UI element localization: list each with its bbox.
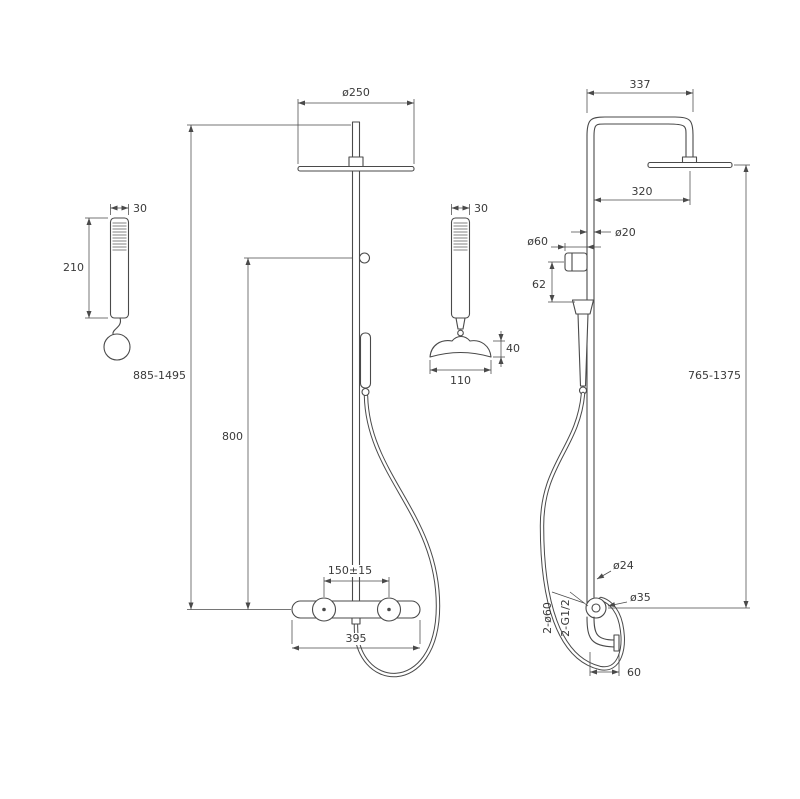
- hand-shower-head-side: [571, 299, 595, 315]
- dim-hand-shower-width-side: 30: [474, 202, 488, 215]
- hand-shower-side-view: 30 40 110: [429, 202, 520, 387]
- spray-face-hatch: [112, 222, 127, 251]
- dim-lines-rail-height: [244, 257, 352, 610]
- hose-nut-front: [361, 387, 370, 397]
- dim-lines-diverter-diameter: [551, 243, 601, 251]
- dim-handle-spacing: 150±15: [328, 564, 372, 577]
- leader-hose-diameter: [596, 570, 612, 580]
- dim-diverter-diameter: ø60: [527, 235, 548, 248]
- hose-curl: [112, 317, 122, 335]
- label-backing: [343, 633, 369, 645]
- riser-pipe-front: [351, 121, 361, 603]
- column-side-view: 337 320 ø20 ø60 62 765-1375 ø24: [527, 78, 750, 679]
- dim-holder-length: 110: [450, 374, 471, 387]
- dim-lines-diverter-offset: [548, 261, 575, 303]
- head-connector-front: [348, 156, 364, 168]
- dim-lines-head-reach: [594, 171, 691, 205]
- dim-holder-height: 40: [506, 342, 520, 355]
- dim-wall-distance: 60: [627, 666, 641, 679]
- mixer-knob-left-dot: [322, 607, 326, 612]
- leader-valve-diameter: [607, 601, 628, 608]
- dim-hand-shower-length: 210: [63, 261, 84, 274]
- mixer-body-inner: [591, 603, 601, 613]
- hose-outlet-front: [351, 617, 361, 625]
- dim-bar-width: 395: [346, 632, 367, 645]
- wand-hose-nut: [457, 329, 464, 337]
- dim-hose-diameter: ø24: [613, 559, 634, 572]
- dim-lines-width: [110, 204, 129, 215]
- dim-overall-height-front: 885-1495: [133, 369, 186, 382]
- hand-shower-wand-side: [450, 217, 471, 319]
- wall-supply-elbow: [586, 616, 615, 648]
- dim-lines-width-side: [451, 204, 470, 215]
- dim-hand-shower-width: 30: [133, 202, 147, 215]
- mixer-body-side: [585, 597, 607, 619]
- dim-overall-height-side: 765-1375: [688, 369, 741, 382]
- spray-face-hatch-side: [453, 222, 468, 251]
- dim-lines-bar-width: [291, 620, 421, 651]
- shower-hose-front-inner: [354, 394, 440, 677]
- mixer-knob-right-dot: [387, 607, 391, 612]
- dim-lines-overall-height-front: [187, 124, 351, 610]
- diverter-knob-side: [564, 252, 588, 272]
- hand-shower-wand: [109, 217, 130, 319]
- dim-pipe-diameter: ø20: [615, 226, 636, 239]
- leader-thread-size: [569, 591, 589, 607]
- dim-lines-head-diameter: [297, 99, 415, 164]
- wall-holder-bracket: [429, 335, 492, 358]
- top-arm-outer: [586, 116, 694, 159]
- rain-head-side: [647, 161, 733, 169]
- wall-flange: [613, 634, 620, 652]
- wand-hose-taper: [455, 317, 466, 330]
- dim-lines-length: [85, 217, 108, 319]
- slider-knob-front: [358, 252, 371, 264]
- label-backing: [328, 565, 372, 577]
- hand-shower-on-rail-front: [359, 332, 372, 389]
- shower-hose-side: [539, 391, 625, 671]
- dim-head-reach: 320: [632, 185, 653, 198]
- column-front-view: ø250 885-1495 800 150±15 395: [133, 86, 441, 678]
- dim-rail-height: 800: [222, 430, 243, 443]
- dim-lines-overall-height-side: [608, 164, 750, 609]
- dim-valve-diameter: ø35: [630, 591, 651, 604]
- top-arm-inner: [593, 123, 687, 159]
- dim-top-reach: 337: [630, 78, 651, 91]
- hand-shower-front-view: 30 210: [63, 202, 147, 361]
- dim-lines-handle-spacing: [323, 577, 390, 597]
- dim-lines-holder-length: [429, 360, 492, 374]
- dim-lines-holder-height: [493, 331, 505, 367]
- riser-pipe-side: [586, 135, 595, 607]
- dim-wall-fittings: 2-ø60: [541, 602, 554, 634]
- hose-coil-circle: [103, 333, 131, 361]
- dim-head-diameter: ø250: [342, 86, 370, 99]
- dim-diverter-offset: 62: [532, 278, 546, 291]
- leader-wall-fittings: [551, 591, 585, 604]
- dim-lines-top-reach: [586, 89, 694, 113]
- dim-thread-size: 2-G1/2: [559, 599, 572, 637]
- dim-lines-wall-distance: [589, 652, 620, 676]
- hand-shower-handle-side: [577, 313, 589, 387]
- shower-hose-side-inner: [540, 392, 624, 670]
- rain-head-front: [297, 165, 415, 172]
